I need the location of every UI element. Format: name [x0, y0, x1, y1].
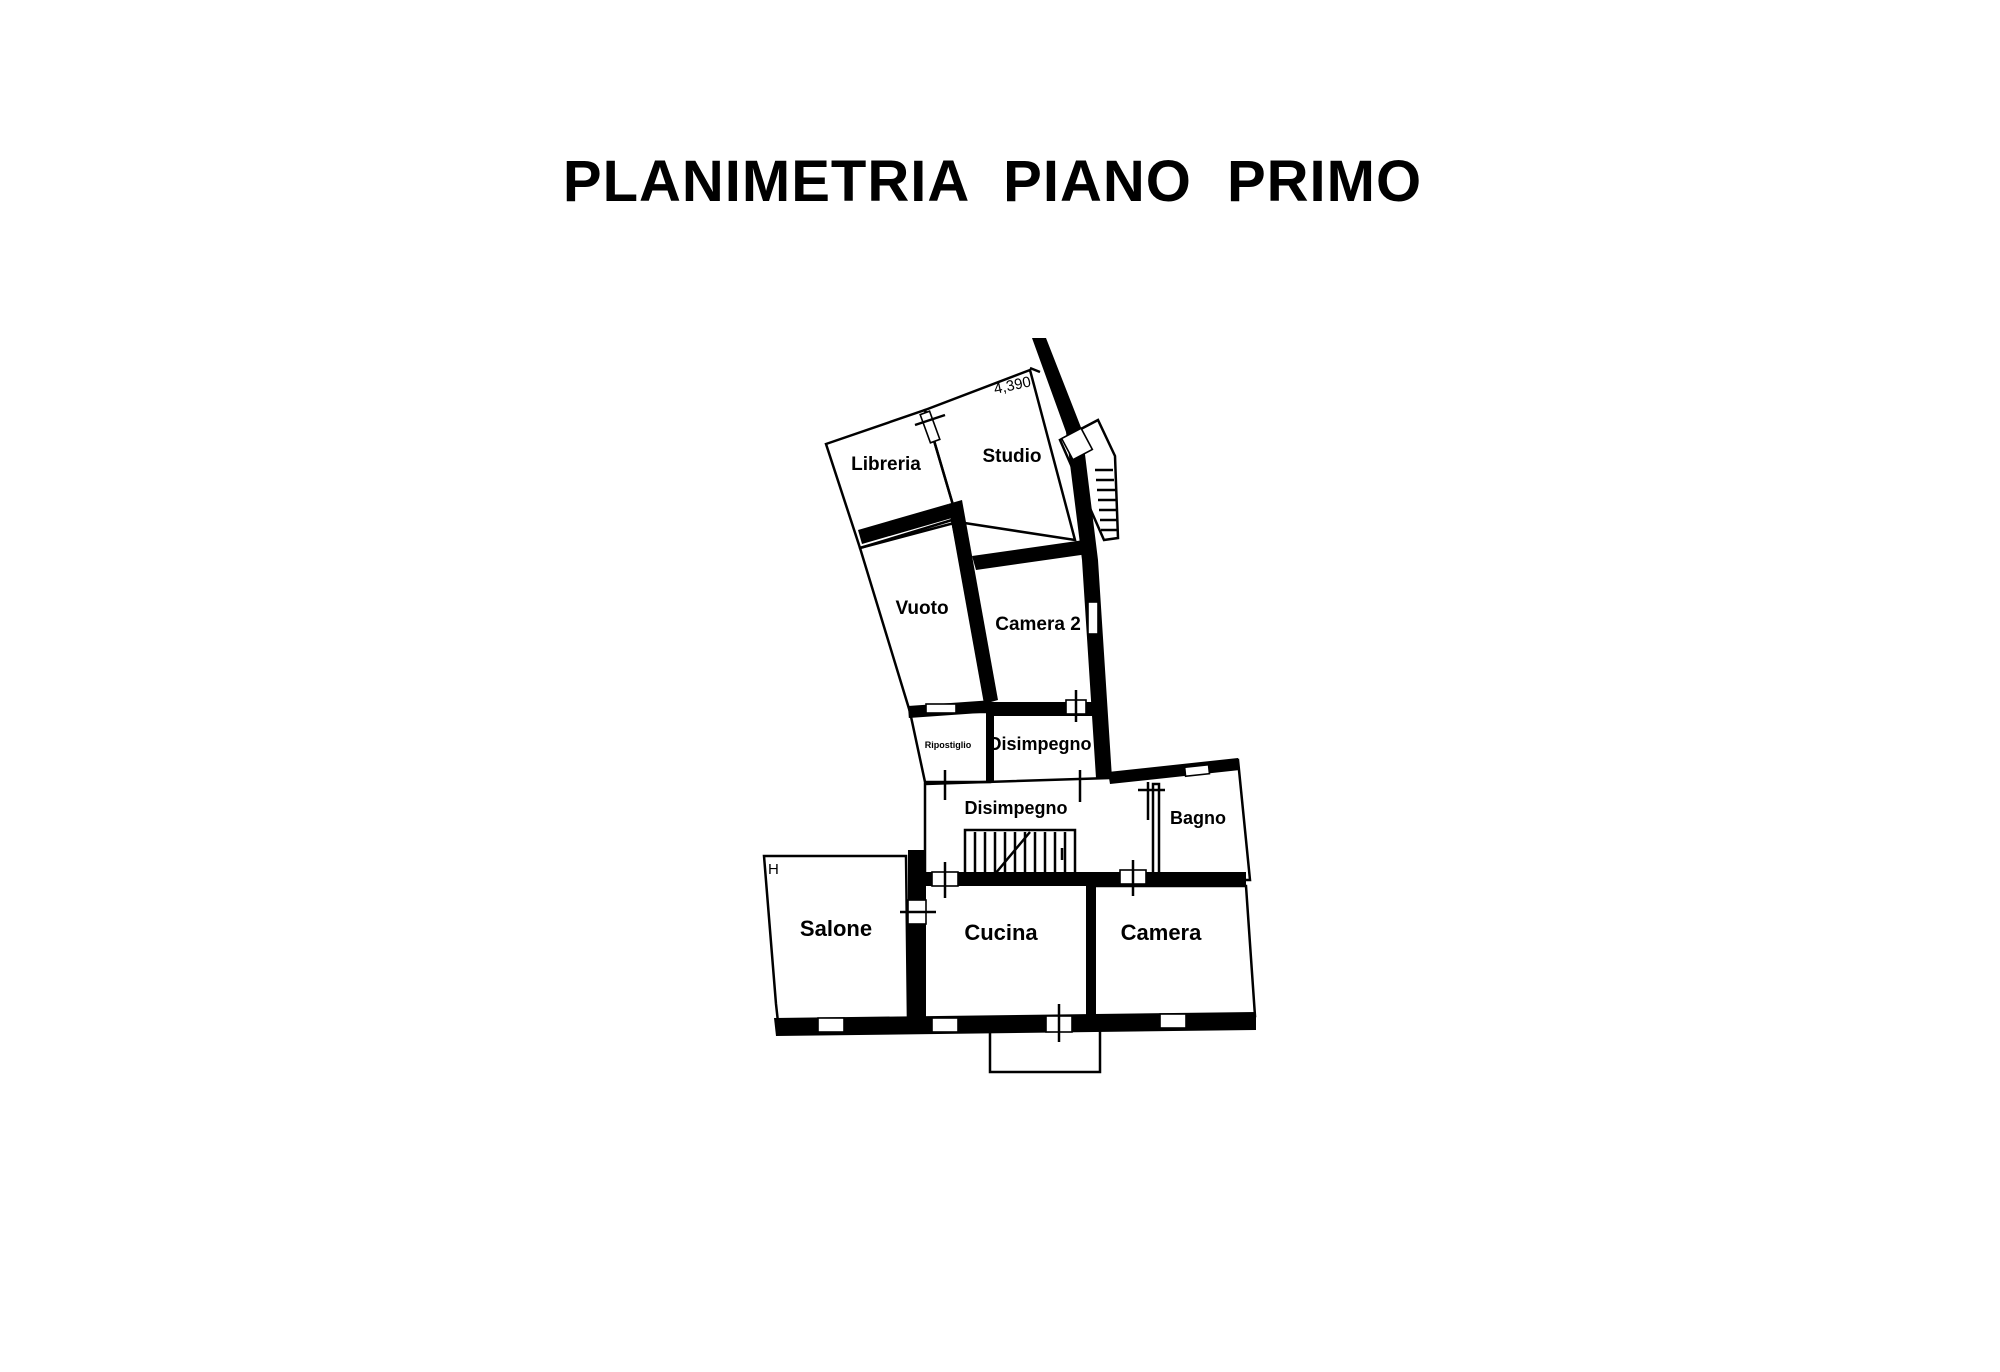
stair-door	[1060, 427, 1094, 461]
room-label-disimpegno-upper: Disimpegno	[988, 734, 1091, 754]
libreria-vuoto-wall	[858, 504, 952, 544]
camera2-window	[1087, 601, 1099, 635]
south-wall	[774, 1012, 1256, 1036]
room-label-ripostiglio: Ripostiglio	[925, 740, 972, 750]
studio-outline	[923, 368, 1077, 542]
room-label-salone: Salone	[800, 916, 872, 941]
stair-outline	[1058, 418, 1120, 542]
lower-block	[762, 758, 1257, 1074]
page-title: PLANIMETRIA PIANO PRIMO	[562, 149, 1423, 214]
interior-stair	[963, 828, 1077, 878]
room-label-vuoto: Vuoto	[895, 598, 948, 619]
room-label-studio: Studio	[982, 446, 1041, 467]
room-label-disimpegno-lower: Disimpegno	[964, 798, 1067, 818]
libreria-window	[919, 410, 941, 444]
salone-window	[817, 1017, 845, 1033]
roof-line	[1029, 366, 1041, 374]
external-stair	[1058, 418, 1120, 542]
corridor-north-wall	[1108, 758, 1240, 784]
room-label-bagno: Bagno	[1170, 808, 1226, 828]
east-wall	[1032, 338, 1112, 778]
libreria-window-cross	[914, 413, 946, 427]
cucina-window	[931, 1017, 959, 1033]
upper-wing	[824, 338, 1112, 784]
dimension-note: 4,390	[992, 373, 1032, 397]
stair-arrow	[994, 831, 1031, 875]
room-label-libreria: Libreria	[851, 454, 921, 475]
room-label-camera-2: Camera 2	[995, 614, 1081, 635]
bagno-north-window	[1183, 763, 1211, 778]
room-label-cucina: Cucina	[964, 920, 1038, 945]
studio-camera2-wall	[972, 540, 1088, 570]
camera-outline	[1092, 884, 1257, 1018]
salone-cucina-wall	[908, 850, 926, 1020]
ripostiglio-window	[925, 703, 957, 714]
bagno-partition	[1151, 782, 1161, 882]
cucina-camera-wall	[1086, 880, 1096, 1020]
corridor-south-wall	[912, 872, 1246, 886]
balcony	[988, 1030, 1102, 1074]
room-label-camera: Camera	[1121, 920, 1202, 945]
vuoto-camera2-wall	[948, 500, 998, 704]
camera-window	[1159, 1013, 1187, 1029]
salone-mark: H	[768, 861, 779, 878]
